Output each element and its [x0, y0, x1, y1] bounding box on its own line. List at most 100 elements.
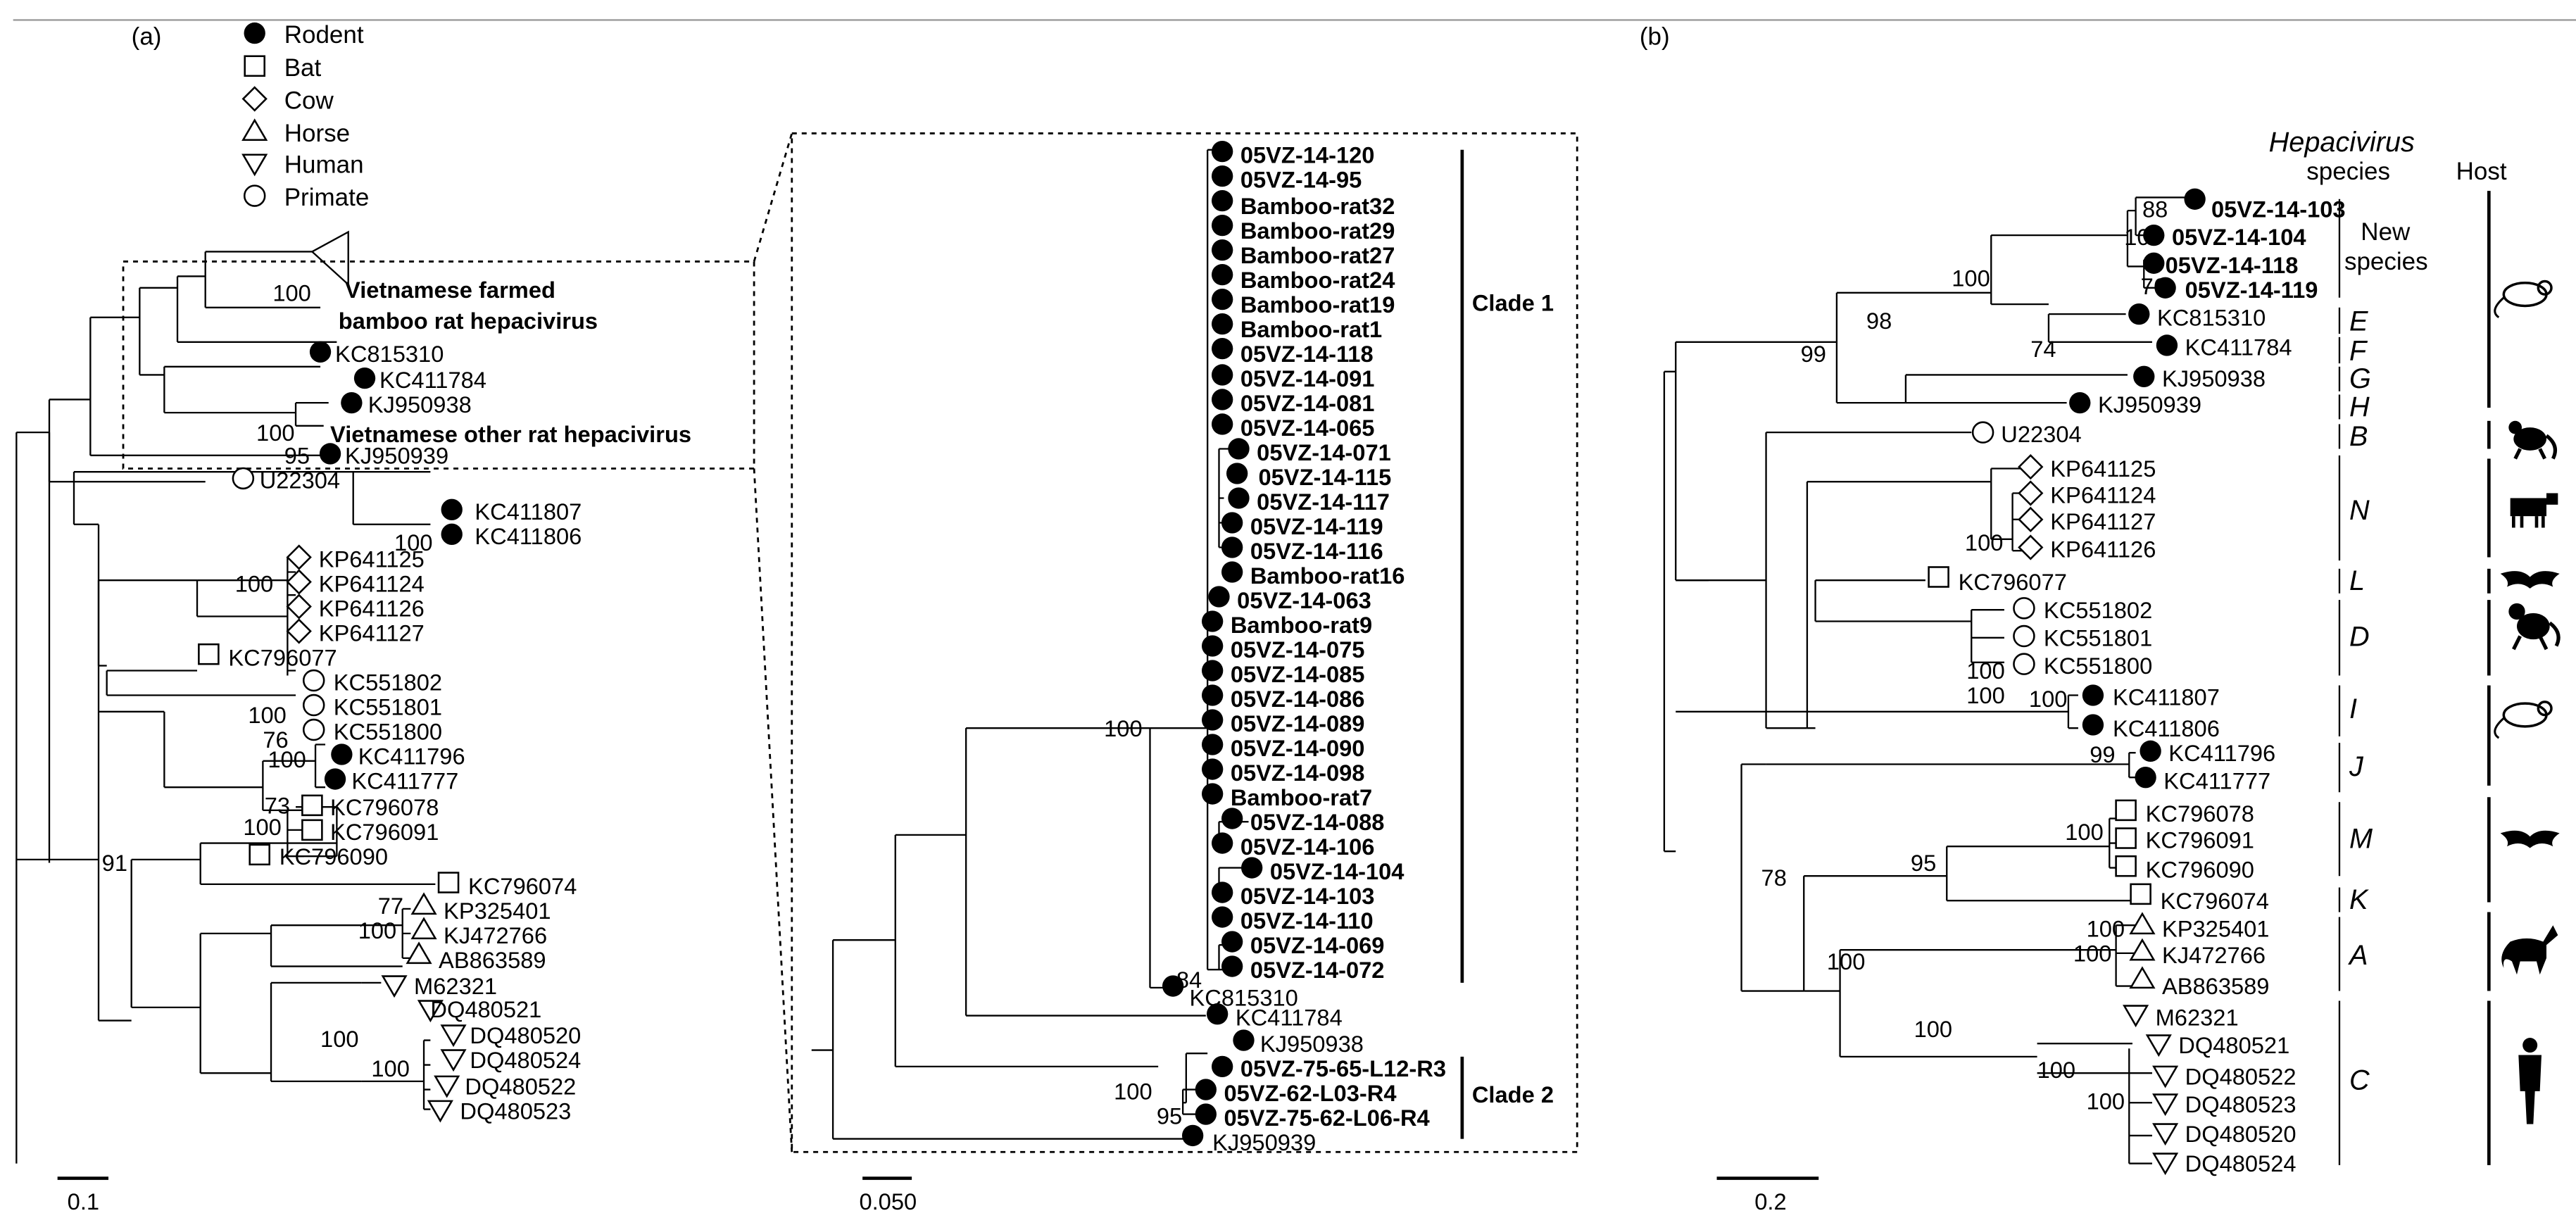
- cow-icon: [2018, 507, 2043, 532]
- legend-label: Horse: [284, 120, 350, 147]
- human-icon: [2152, 1065, 2178, 1088]
- rodent-icon: [1201, 610, 1224, 632]
- inset-other-taxa: KC815310 KC411784 KJ950938 KJ950939: [1162, 975, 1364, 1155]
- taxon-label: KP641126: [2050, 536, 2156, 562]
- taxon-label: 05VZ-14-117: [1257, 489, 1390, 515]
- taxon-label: DQ480521: [430, 996, 541, 1022]
- rodent-icon: [1221, 512, 1243, 534]
- taxon-label: KJ472766: [444, 922, 547, 948]
- human-icon: [2518, 1038, 2542, 1124]
- primate-icon: [2013, 653, 2035, 675]
- monkey-icon: [2508, 603, 2561, 651]
- taxon-label: AB863589: [439, 947, 546, 973]
- taxon-label: DQ480520: [470, 1022, 581, 1048]
- primate-icon: [2013, 624, 2035, 648]
- rodent-icon: [1211, 364, 1233, 386]
- taxon-label: 05VZ-62-L03-R4: [1224, 1080, 1396, 1106]
- support-value: 98: [1866, 308, 1892, 334]
- primate-icon: [232, 467, 255, 490]
- rodent-icon: [1211, 140, 1233, 163]
- taxon-label: 05VZ-14-086: [1231, 686, 1365, 712]
- taxon-label: 05VZ-14-063: [1237, 587, 1371, 613]
- support-value: 74: [2030, 336, 2056, 362]
- taxon-label: DQ480524: [2185, 1150, 2297, 1176]
- primate-icon: [302, 669, 325, 692]
- primate-icon: [1971, 421, 1994, 444]
- support-value: 91: [102, 850, 127, 876]
- support-value: 77: [378, 893, 403, 919]
- rodent-icon: [1195, 1103, 1217, 1125]
- taxon-label: KP641124: [2050, 482, 2156, 508]
- scale-bar-a: 0.1: [57, 1176, 109, 1214]
- species-letter: D: [2349, 622, 2370, 653]
- rodent-icon: [353, 367, 376, 389]
- tree-b-taxa: 05VZ-14-103 05VZ-14-104 05VZ-14-118 05VZ…: [1928, 188, 2346, 1176]
- taxon-label: 05VZ-14-110: [1240, 908, 1374, 934]
- taxon-label: 05VZ-14-104: [1270, 858, 1405, 884]
- taxon-label: KC796077: [1959, 569, 2067, 595]
- support-value: 100: [235, 570, 274, 596]
- tree-b-headers: Hepacivirus species Host: [2269, 127, 2507, 185]
- support-value: 76: [2141, 273, 2166, 299]
- rodent-icon: [1211, 389, 1233, 410]
- taxon-label: 05VZ-14-103: [2211, 196, 2346, 222]
- bat-icon: [301, 794, 323, 817]
- cow-icon: [2018, 454, 2043, 479]
- legend-label: Rodent: [284, 21, 364, 49]
- tree-a-taxa: KC815310 KC411784 KJ950938 KJ950939 U223…: [198, 341, 582, 1124]
- support-value: 76: [263, 727, 288, 753]
- taxon-label: KC551801: [2044, 625, 2152, 651]
- human-icon: [2152, 1123, 2178, 1145]
- species-letter: L: [2349, 565, 2365, 596]
- taxon-label: 05VZ-14-075: [1231, 636, 1365, 663]
- human-icon: [434, 1075, 460, 1098]
- support-value: 100: [2124, 224, 2163, 250]
- taxon-label: Bamboo-rat1: [1240, 316, 1382, 342]
- new-species-label: species: [2344, 248, 2428, 275]
- rodent-icon: [309, 341, 332, 363]
- rodent-icon: [1221, 931, 1243, 953]
- taxon-label: 05VZ-14-120: [1240, 142, 1375, 168]
- tree-a-support-values: 100 100 95 100 100 100 76 100 73 100 91 …: [102, 280, 433, 1081]
- species-letter: E: [2349, 306, 2368, 337]
- rodent-icon: [2128, 303, 2150, 325]
- support-value: 73: [265, 793, 290, 819]
- taxon-label: KC411784: [379, 367, 486, 393]
- taxon-label: KP325401: [444, 898, 551, 924]
- support-value: 100: [1114, 1079, 1152, 1105]
- support-value: 88: [2142, 196, 2168, 222]
- cow-icon: [2018, 480, 2043, 506]
- taxon-label: 05VZ-14-065: [1240, 415, 1375, 441]
- human-icon: [2123, 1005, 2149, 1026]
- support-value: 100: [1952, 265, 1990, 291]
- primate-icon: [302, 693, 325, 717]
- rodent-icon: [1228, 487, 1250, 509]
- taxon-label: KC551801: [334, 694, 442, 720]
- rodent-icon: [2140, 740, 2161, 762]
- cow-icon: [2510, 493, 2558, 528]
- new-species-label: New: [2361, 218, 2411, 246]
- support-value: 100: [2087, 916, 2125, 942]
- horse-icon: [406, 942, 432, 965]
- callout-farmed: Vietnamese farmed: [345, 277, 555, 303]
- rodent-icon: [1211, 832, 1233, 854]
- rodent-icon: [324, 768, 346, 790]
- rodent-icon: [1201, 709, 1224, 731]
- rodent-icon: [1211, 165, 1233, 187]
- taxon-label: Bamboo-rat32: [1240, 193, 1395, 219]
- rat-icon: [2494, 280, 2553, 319]
- species-letter: H: [2349, 391, 2370, 422]
- primate-icon: [2013, 597, 2035, 620]
- legend-horse-icon: [242, 119, 268, 142]
- horse-icon: [2130, 912, 2155, 935]
- rat-icon: [2494, 701, 2553, 739]
- taxon-label: 05VZ-14-104: [2172, 224, 2306, 250]
- taxon-label: 05VZ-14-116: [1250, 538, 1383, 564]
- taxon-label: KP641125: [319, 546, 425, 572]
- scale-bar-b: 0.2: [1716, 1176, 1819, 1214]
- rodent-icon: [1201, 758, 1224, 780]
- rodent-icon: [1211, 313, 1233, 335]
- species-header-line2: species: [2306, 158, 2390, 185]
- rodent-icon: [1201, 684, 1224, 706]
